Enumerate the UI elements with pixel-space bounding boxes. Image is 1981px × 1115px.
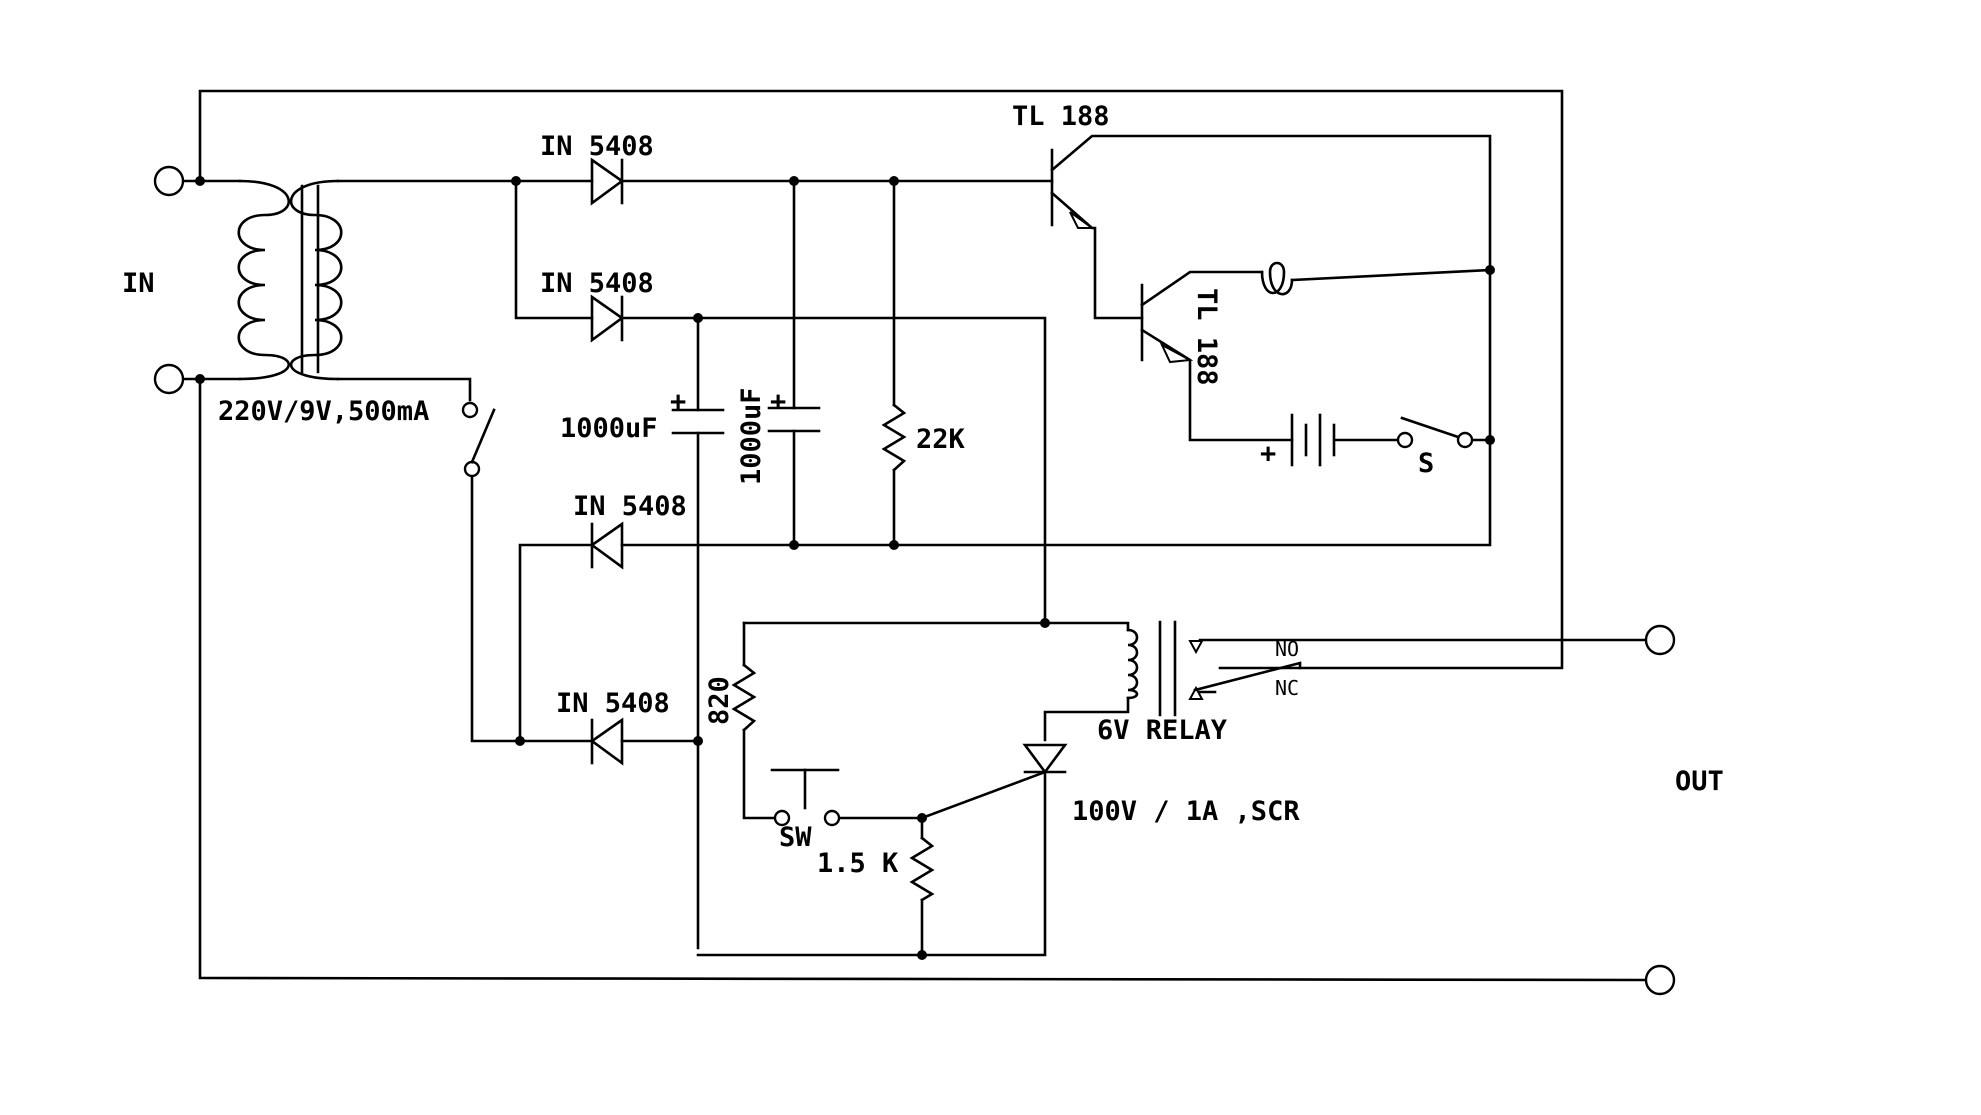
transformer-label: 220V/9V,500mA — [218, 396, 429, 427]
switch-s — [1396, 416, 1474, 449]
battery: + — [1260, 413, 1336, 469]
diode-1-label: IN 5408 — [540, 131, 654, 162]
diode-4 — [589, 717, 624, 766]
resistor-22k-label: 22K — [916, 424, 966, 455]
transistor-1-arrow — [1069, 211, 1096, 229]
transistor-2-arrow — [1159, 342, 1194, 364]
wires — [183, 89, 1647, 982]
input-label: IN — [122, 268, 155, 299]
resistor-1k5-label: 1.5 K — [817, 848, 899, 879]
diode-2-label: IN 5408 — [540, 268, 654, 299]
diode-2 — [590, 294, 625, 343]
load-coil — [1260, 261, 1294, 296]
diode-3-label: IN 5408 — [573, 491, 687, 522]
output-label: OUT — [1675, 766, 1724, 797]
relay-coil — [1126, 620, 1177, 717]
svg-text:+: + — [770, 386, 786, 417]
diode-4-label: IN 5408 — [556, 688, 670, 719]
svg-text:+: + — [1260, 438, 1276, 469]
svg-text:+: + — [670, 386, 686, 417]
relay-no-label: NO — [1275, 637, 1299, 661]
diode-3 — [589, 521, 624, 570]
relay-contacts — [1188, 640, 1204, 700]
relay-nc-label: NC — [1275, 676, 1299, 700]
diode-1 — [590, 157, 625, 206]
switch-sw — [770, 768, 841, 827]
relay-label: 6V RELAY — [1097, 715, 1228, 746]
output-terminals — [1644, 624, 1676, 996]
transistor-2-label: TL 188 — [1191, 288, 1222, 386]
scr — [1022, 743, 1068, 775]
switch-s-label: S — [1418, 448, 1434, 479]
resistor-820 — [731, 663, 757, 732]
capacitor-1: + — [670, 386, 725, 435]
transformer — [237, 179, 343, 381]
switch-sw-label: SW — [779, 822, 812, 853]
transistor-1-label: TL 188 — [1012, 101, 1110, 132]
capacitor-2: + — [767, 386, 821, 433]
resistor-22k — [881, 403, 907, 472]
scr-label: 100V / 1A ,SCR — [1072, 796, 1300, 827]
capacitor-1-label: 1000uF — [560, 413, 658, 444]
input-terminals — [153, 165, 185, 395]
junctions — [195, 176, 1495, 960]
capacitor-2-label: 1000uF — [736, 387, 767, 485]
resistor-1k5 — [909, 836, 935, 902]
power-switch — [461, 401, 496, 478]
resistor-820-label: 820 — [704, 676, 735, 725]
